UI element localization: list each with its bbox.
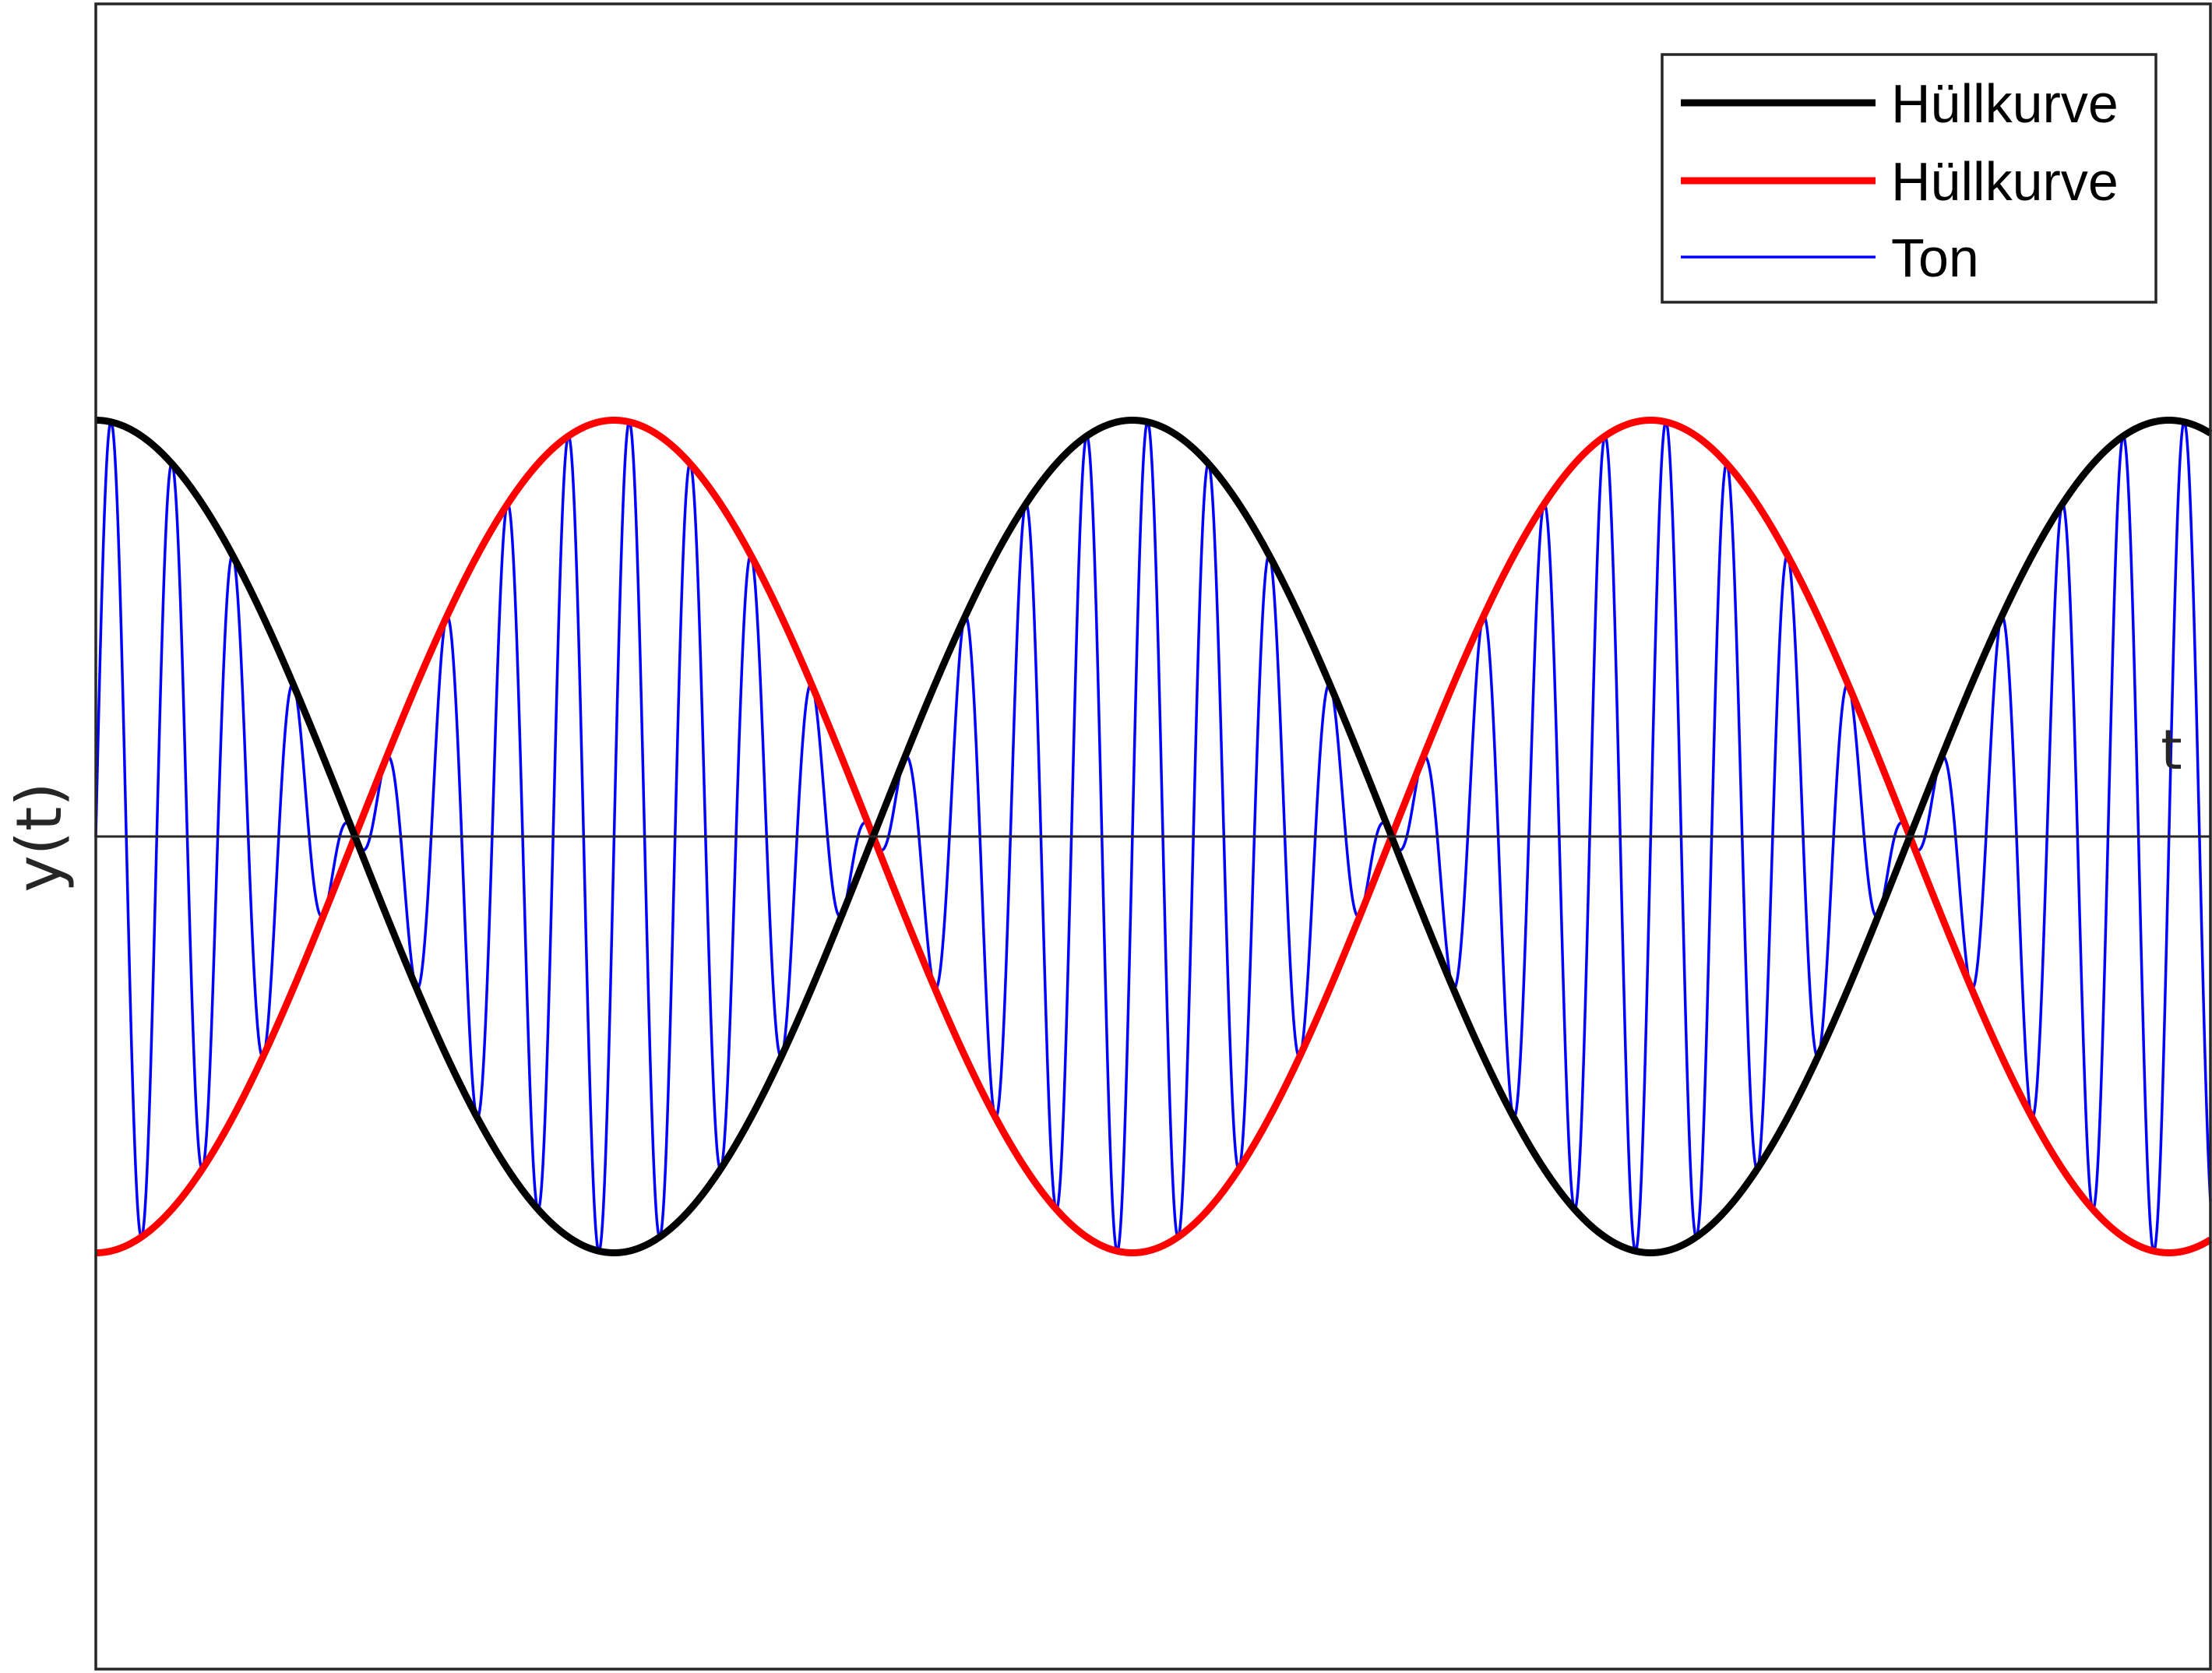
legend-label-ton: Ton — [1891, 227, 1979, 288]
series-huellkurve-black — [93, 417, 2212, 1256]
y-axis-label: y(t) — [3, 782, 76, 892]
legend-label-huellkurve-red: Hüllkurve — [1891, 151, 2119, 212]
x-axis-label: t — [2161, 718, 2182, 782]
series-layer — [93, 417, 2212, 1256]
series-huellkurve-red — [93, 417, 2212, 1256]
legend: Hüllkurve Hüllkurve Ton — [1661, 53, 2157, 304]
axes-box — [94, 2, 2212, 1671]
legend-label-huellkurve-black: Hüllkurve — [1891, 73, 2119, 134]
